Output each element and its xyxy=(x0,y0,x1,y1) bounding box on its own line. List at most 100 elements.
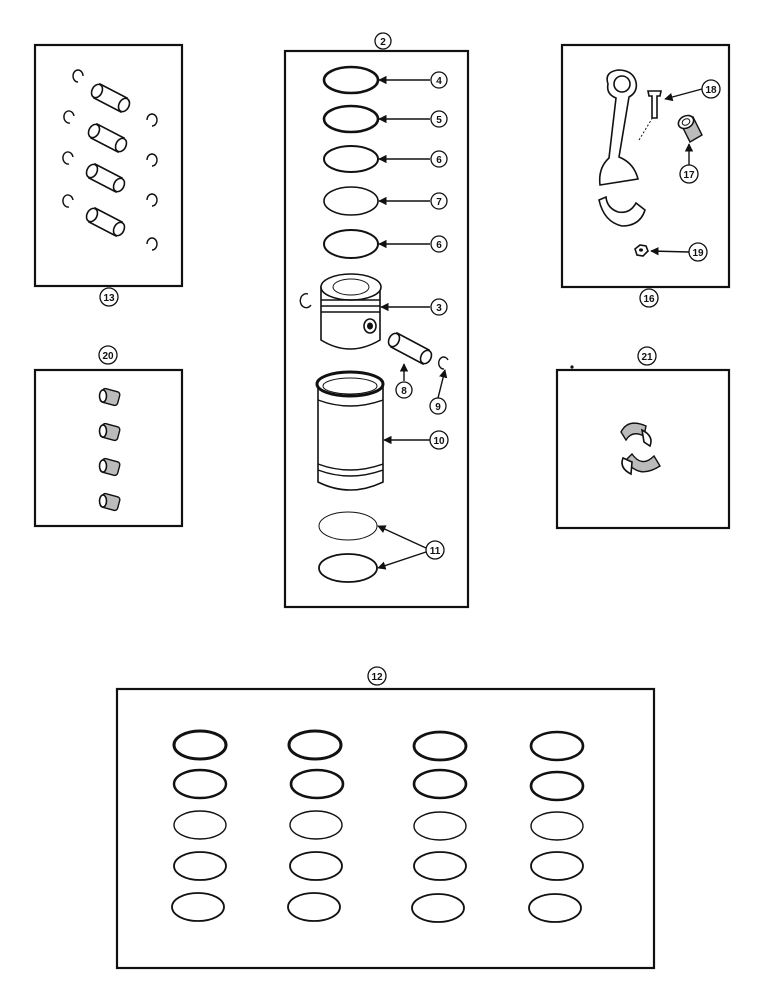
panel-frame xyxy=(33,368,184,528)
piston-ring xyxy=(287,729,343,761)
svg-text:11: 11 xyxy=(430,546,441,557)
snap-ring xyxy=(62,151,74,165)
bushing-4 xyxy=(98,492,121,512)
svg-text:6: 6 xyxy=(436,240,442,251)
piston-ring xyxy=(411,893,465,923)
svg-text:12: 12 xyxy=(371,672,383,683)
svg-text:6: 6 xyxy=(436,155,442,166)
snap-ring xyxy=(72,69,84,83)
piston-ring xyxy=(528,893,582,923)
oil-ring xyxy=(323,186,379,216)
callout-18: 18 xyxy=(701,79,721,99)
callout-13: 13 xyxy=(99,287,119,307)
svg-text:9: 9 xyxy=(435,402,441,413)
callout-20: 20 xyxy=(98,345,118,365)
callout-21: 21 xyxy=(637,346,657,366)
callout-3: 3 xyxy=(430,298,448,316)
panel-frame xyxy=(33,43,184,288)
panel-rod-bearing-kit xyxy=(555,365,731,530)
svg-text:7: 7 xyxy=(436,197,442,208)
piston-ring xyxy=(289,768,345,800)
svg-text:20: 20 xyxy=(102,351,114,362)
piston-ring xyxy=(289,810,343,840)
panel-connecting-rod-kit xyxy=(560,43,731,289)
piston-pin-bushing xyxy=(677,114,703,143)
callout-2: 2 xyxy=(374,32,392,50)
piston-ring xyxy=(530,851,584,881)
svg-text:10: 10 xyxy=(433,436,445,447)
snap-ring xyxy=(62,194,74,208)
piston xyxy=(320,273,382,350)
piston-pin-3 xyxy=(85,162,126,194)
piston-ring xyxy=(172,729,228,761)
callout-4: 4 xyxy=(430,71,448,89)
piston-ring xyxy=(287,892,341,922)
svg-text:4: 4 xyxy=(436,76,442,87)
svg-text:8: 8 xyxy=(401,386,407,397)
piston-ring xyxy=(172,768,228,800)
snap-ring xyxy=(299,293,312,309)
callout-9: 9 xyxy=(429,397,447,415)
intermediate-ring xyxy=(323,229,379,259)
cylinder-sleeve xyxy=(315,370,385,491)
svg-text:17: 17 xyxy=(683,170,695,181)
connecting-rod xyxy=(598,69,654,186)
snap-ring xyxy=(146,237,158,251)
rod-bearing-cap xyxy=(598,195,646,227)
callout-16: 16 xyxy=(639,288,659,308)
callout-10: 10 xyxy=(429,430,449,450)
piston-ring xyxy=(529,730,585,762)
callout-17: 17 xyxy=(679,164,699,184)
callout-7: 7 xyxy=(430,192,448,210)
svg-text:13: 13 xyxy=(103,293,115,304)
compression-ring xyxy=(322,104,380,134)
piston-ring xyxy=(413,811,467,841)
bushing-1 xyxy=(98,387,121,407)
piston-pin-4 xyxy=(85,206,126,238)
svg-text:19: 19 xyxy=(692,248,704,259)
piston-pin-1 xyxy=(90,82,131,114)
piston-ring xyxy=(529,770,585,802)
piston-ring xyxy=(173,851,227,881)
panel-piston-ring-set xyxy=(115,687,656,970)
svg-text:2: 2 xyxy=(380,37,386,48)
panel-pin-bushing-kit xyxy=(33,368,184,528)
rod-bolt xyxy=(647,90,662,119)
bushing-2 xyxy=(98,422,121,442)
piston-ring xyxy=(412,768,468,800)
callout-12: 12 xyxy=(367,666,387,686)
panel-piston-pin-kit xyxy=(33,43,184,288)
snap-ring xyxy=(146,113,158,127)
callout-19: 19 xyxy=(688,242,708,262)
snap-ring xyxy=(437,356,449,370)
panel-frame xyxy=(115,687,656,970)
svg-text:18: 18 xyxy=(705,85,717,96)
piston-ring xyxy=(171,892,225,922)
rod-nut xyxy=(634,244,649,257)
bushing-3 xyxy=(98,457,121,477)
piston-pin xyxy=(387,331,433,366)
piston-ring xyxy=(530,811,584,841)
sleeve-o-ring xyxy=(318,553,378,583)
svg-text:16: 16 xyxy=(643,294,655,305)
svg-text:3: 3 xyxy=(436,303,442,314)
snap-ring xyxy=(146,153,158,167)
compression-ring xyxy=(322,65,380,95)
rod-bearing-shells xyxy=(620,422,661,476)
piston-ring xyxy=(413,851,467,881)
panel-frame xyxy=(560,43,731,289)
piston-ring xyxy=(173,810,227,840)
callout-6a: 6 xyxy=(430,150,448,168)
callout-8: 8 xyxy=(395,381,413,399)
piston-ring xyxy=(289,851,343,881)
piston-ring xyxy=(412,730,468,762)
callout-6b: 6 xyxy=(430,235,448,253)
piston-pin-2 xyxy=(87,122,128,154)
panel-frame xyxy=(555,368,731,530)
snap-ring xyxy=(146,193,158,207)
snap-ring xyxy=(63,110,75,124)
panel-piston-sleeve-assembly xyxy=(283,49,470,609)
svg-text:5: 5 xyxy=(436,115,442,126)
svg-text:21: 21 xyxy=(641,352,653,363)
